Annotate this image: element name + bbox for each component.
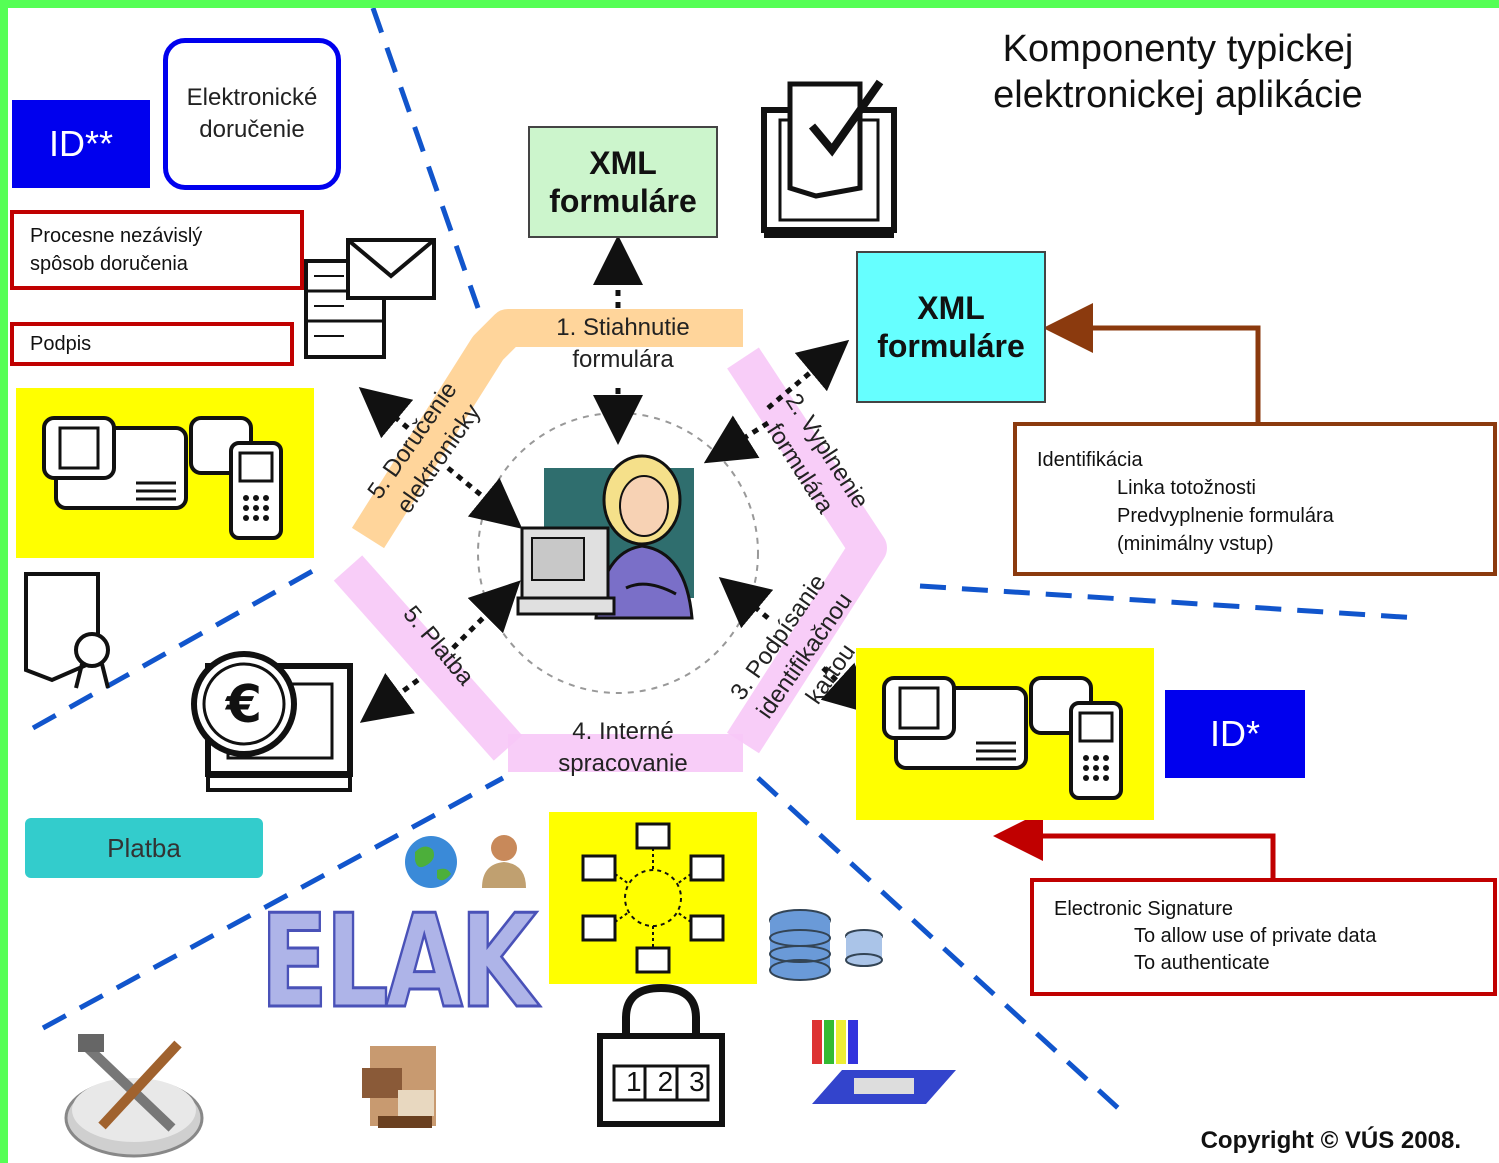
step-1-line2: formulára bbox=[572, 346, 674, 373]
signature-box-label: Podpis bbox=[30, 333, 92, 355]
payment-label-box: Platba bbox=[25, 818, 263, 878]
identification-heading: Identifikácia bbox=[1037, 449, 1143, 471]
signature-photo-icon bbox=[362, 1046, 436, 1128]
diagram-canvas: Komponenty typickej elektronickej apliká… bbox=[8, 8, 1499, 1163]
process-cycle-circle bbox=[477, 412, 759, 694]
lock-code-digits: 123 bbox=[626, 1066, 721, 1097]
electronic-signature-item: To authenticate bbox=[1134, 952, 1270, 974]
signature-box: Podpis bbox=[10, 322, 294, 366]
hex-band-top bbox=[351, 309, 743, 549]
title-line-2: elektronickej aplikácie bbox=[993, 74, 1363, 116]
svg-text:€: € bbox=[225, 675, 262, 735]
identification-connector bbox=[1043, 303, 1261, 423]
hex-band-left bbox=[333, 555, 523, 761]
signature-connector bbox=[993, 811, 1276, 878]
electronic-signature-item: To allow use of private data bbox=[1134, 925, 1377, 947]
smart-card-icon bbox=[42, 416, 283, 540]
electronic-delivery-box: Elektronické doručenie bbox=[163, 38, 341, 190]
digital-signature-chip-icon bbox=[812, 1020, 956, 1104]
electronic-delivery-line2: doručenie bbox=[199, 116, 305, 143]
user-at-computer-icon bbox=[516, 454, 694, 620]
tools-icon bbox=[64, 1034, 204, 1158]
euro-payment-icon: € bbox=[191, 651, 353, 792]
xml-forms-top-box: XML formuláre bbox=[528, 126, 718, 238]
smart-card-phone-icon bbox=[882, 676, 1123, 800]
checked-document-icon bbox=[761, 79, 897, 238]
identification-item: Linka totožnosti bbox=[1117, 477, 1256, 499]
diagram-lines bbox=[31, 8, 1419, 1110]
step-4-line2: spracovanie bbox=[558, 750, 688, 777]
separator-right bbox=[919, 583, 1419, 621]
process-box-line1: Procesne nezávislý bbox=[30, 225, 203, 247]
step-1-download-form: 1. Stiahnutie formulára bbox=[548, 312, 698, 376]
xml-right-line2: formuláre bbox=[877, 328, 1025, 364]
process-box-line2: spôsob doručenia bbox=[30, 253, 188, 275]
identification-item: Predvyplnenie formulára bbox=[1117, 505, 1334, 527]
electronic-signature-box: Electronic Signature To allow use of pri… bbox=[1030, 878, 1497, 996]
step-4-line1: 4. Interné bbox=[572, 718, 674, 745]
step-1-line1: 1. Stiahnutie bbox=[556, 314, 690, 341]
xml-forms-right-box: XML formuláre bbox=[856, 251, 1046, 403]
hex-band-right bbox=[727, 347, 887, 754]
network-icon bbox=[581, 822, 725, 974]
mail-server-icon bbox=[304, 238, 436, 359]
certificate-icon bbox=[24, 572, 110, 689]
id-star-label: ID* bbox=[1209, 713, 1260, 754]
identification-box: Identifikácia Linka totožnosti Predvypln… bbox=[1013, 422, 1497, 576]
electronic-signature-heading: Electronic Signature bbox=[1054, 898, 1233, 920]
id-double-star-badge: ID** bbox=[12, 100, 150, 188]
payment-label: Platba bbox=[107, 832, 181, 863]
lock-icon bbox=[597, 983, 725, 1127]
id-star-badge: ID* bbox=[1165, 690, 1305, 778]
elak-logo: ELAK bbox=[259, 887, 538, 1039]
globe-icon bbox=[405, 836, 457, 888]
xml-right-line1: XML bbox=[917, 290, 985, 326]
database-icon bbox=[769, 909, 883, 981]
id-cards-panel-right bbox=[856, 648, 1154, 820]
copyright-notice: Copyright © VÚS 2008. bbox=[1200, 1127, 1461, 1154]
title-line-1: Komponenty typickej bbox=[1002, 28, 1354, 70]
xml-top-line2: formuláre bbox=[549, 183, 697, 219]
id-cards-panel-left bbox=[16, 388, 314, 558]
step-4-internal-processing: 4. Interné spracovanie bbox=[548, 716, 698, 780]
separator-left-lower bbox=[41, 775, 505, 1031]
diagram-title: Komponenty typickej elektronickej apliká… bbox=[968, 26, 1388, 118]
user-icon bbox=[482, 835, 526, 888]
network-panel bbox=[549, 812, 757, 984]
id-double-star-label: ID** bbox=[48, 123, 114, 164]
process-independent-delivery-box: Procesne nezávislý spôsob doručenia bbox=[10, 210, 304, 290]
separator-top bbox=[370, 8, 481, 309]
identification-item: (minimálny vstup) bbox=[1117, 533, 1274, 555]
separator-left-upper bbox=[31, 565, 320, 731]
xml-top-line1: XML bbox=[589, 145, 657, 181]
electronic-delivery-line1: Elektronické bbox=[186, 84, 318, 111]
